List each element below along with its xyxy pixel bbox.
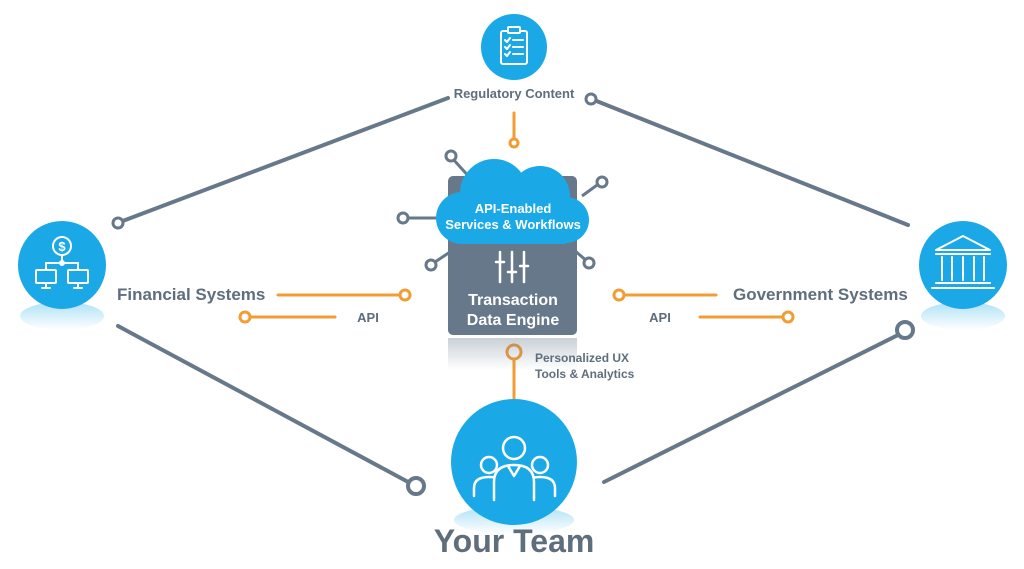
- engine-reflection: [448, 338, 577, 370]
- api-dot-government-upper: [612, 288, 626, 302]
- engine: API-Enabled Services & Workflows Transac…: [396, 149, 609, 370]
- engine-satellites: [396, 149, 609, 272]
- engine-cloud: [436, 159, 589, 244]
- personalized-ux-line-2: Tools & Analytics: [535, 367, 635, 381]
- endpoint-team-left: [406, 476, 426, 496]
- regulatory-label: Regulatory Content: [454, 86, 575, 101]
- api-dot-regulatory: [508, 137, 520, 149]
- network-endpoints: [111, 92, 915, 496]
- network-lines: [116, 96, 910, 485]
- team-label: Your Team: [434, 523, 595, 559]
- sliders-icon: [494, 250, 530, 284]
- api-dot-government-lower: [781, 310, 795, 324]
- government-reflection: [921, 302, 1005, 330]
- personalized-ux-line-1: Personalized UX: [535, 351, 629, 365]
- government-label: Government Systems: [733, 285, 908, 304]
- bank-building-icon: [931, 235, 995, 289]
- team-circle: [451, 399, 577, 525]
- dollar-network-icon: $: [35, 236, 89, 289]
- line-regulatory-government: [592, 98, 910, 227]
- node-financial: $ Financial Systems API: [18, 221, 379, 330]
- satellite-top-left: [444, 149, 458, 163]
- team-people-icon: [472, 435, 557, 502]
- line-regulatory-financial: [118, 96, 450, 224]
- line-government-team: [602, 332, 902, 484]
- node-government: Government Systems API: [649, 221, 1007, 330]
- right-api-label: API: [649, 310, 671, 325]
- api-dot-financial-upper: [398, 288, 412, 302]
- line-financial-team: [116, 324, 412, 485]
- svg-text:$: $: [58, 239, 66, 254]
- left-api-label: API: [357, 310, 379, 325]
- api-dot-financial-lower: [238, 310, 252, 324]
- satellite-bottom-right: [582, 256, 596, 270]
- satellite-top-right: [595, 175, 609, 189]
- endpoint-government-bottom: [895, 320, 915, 340]
- cloud-line-1: API-Enabled: [475, 201, 552, 216]
- clipboard-checklist-icon: [500, 26, 528, 65]
- financial-label: Financial Systems: [117, 285, 265, 304]
- endpoint-financial-top: [111, 216, 125, 230]
- engine-title-2: Data Engine: [467, 312, 560, 329]
- cloud-line-2: Services & Workflows: [445, 217, 581, 232]
- satellite-left: [396, 211, 410, 225]
- node-regulatory: Regulatory Content: [454, 14, 575, 101]
- satellite-bottom-left: [424, 258, 438, 272]
- financial-reflection: [20, 302, 104, 330]
- endpoint-regulatory-right: [584, 92, 598, 106]
- engine-title-1: Transaction: [468, 292, 558, 309]
- node-team: Your Team: [434, 399, 595, 559]
